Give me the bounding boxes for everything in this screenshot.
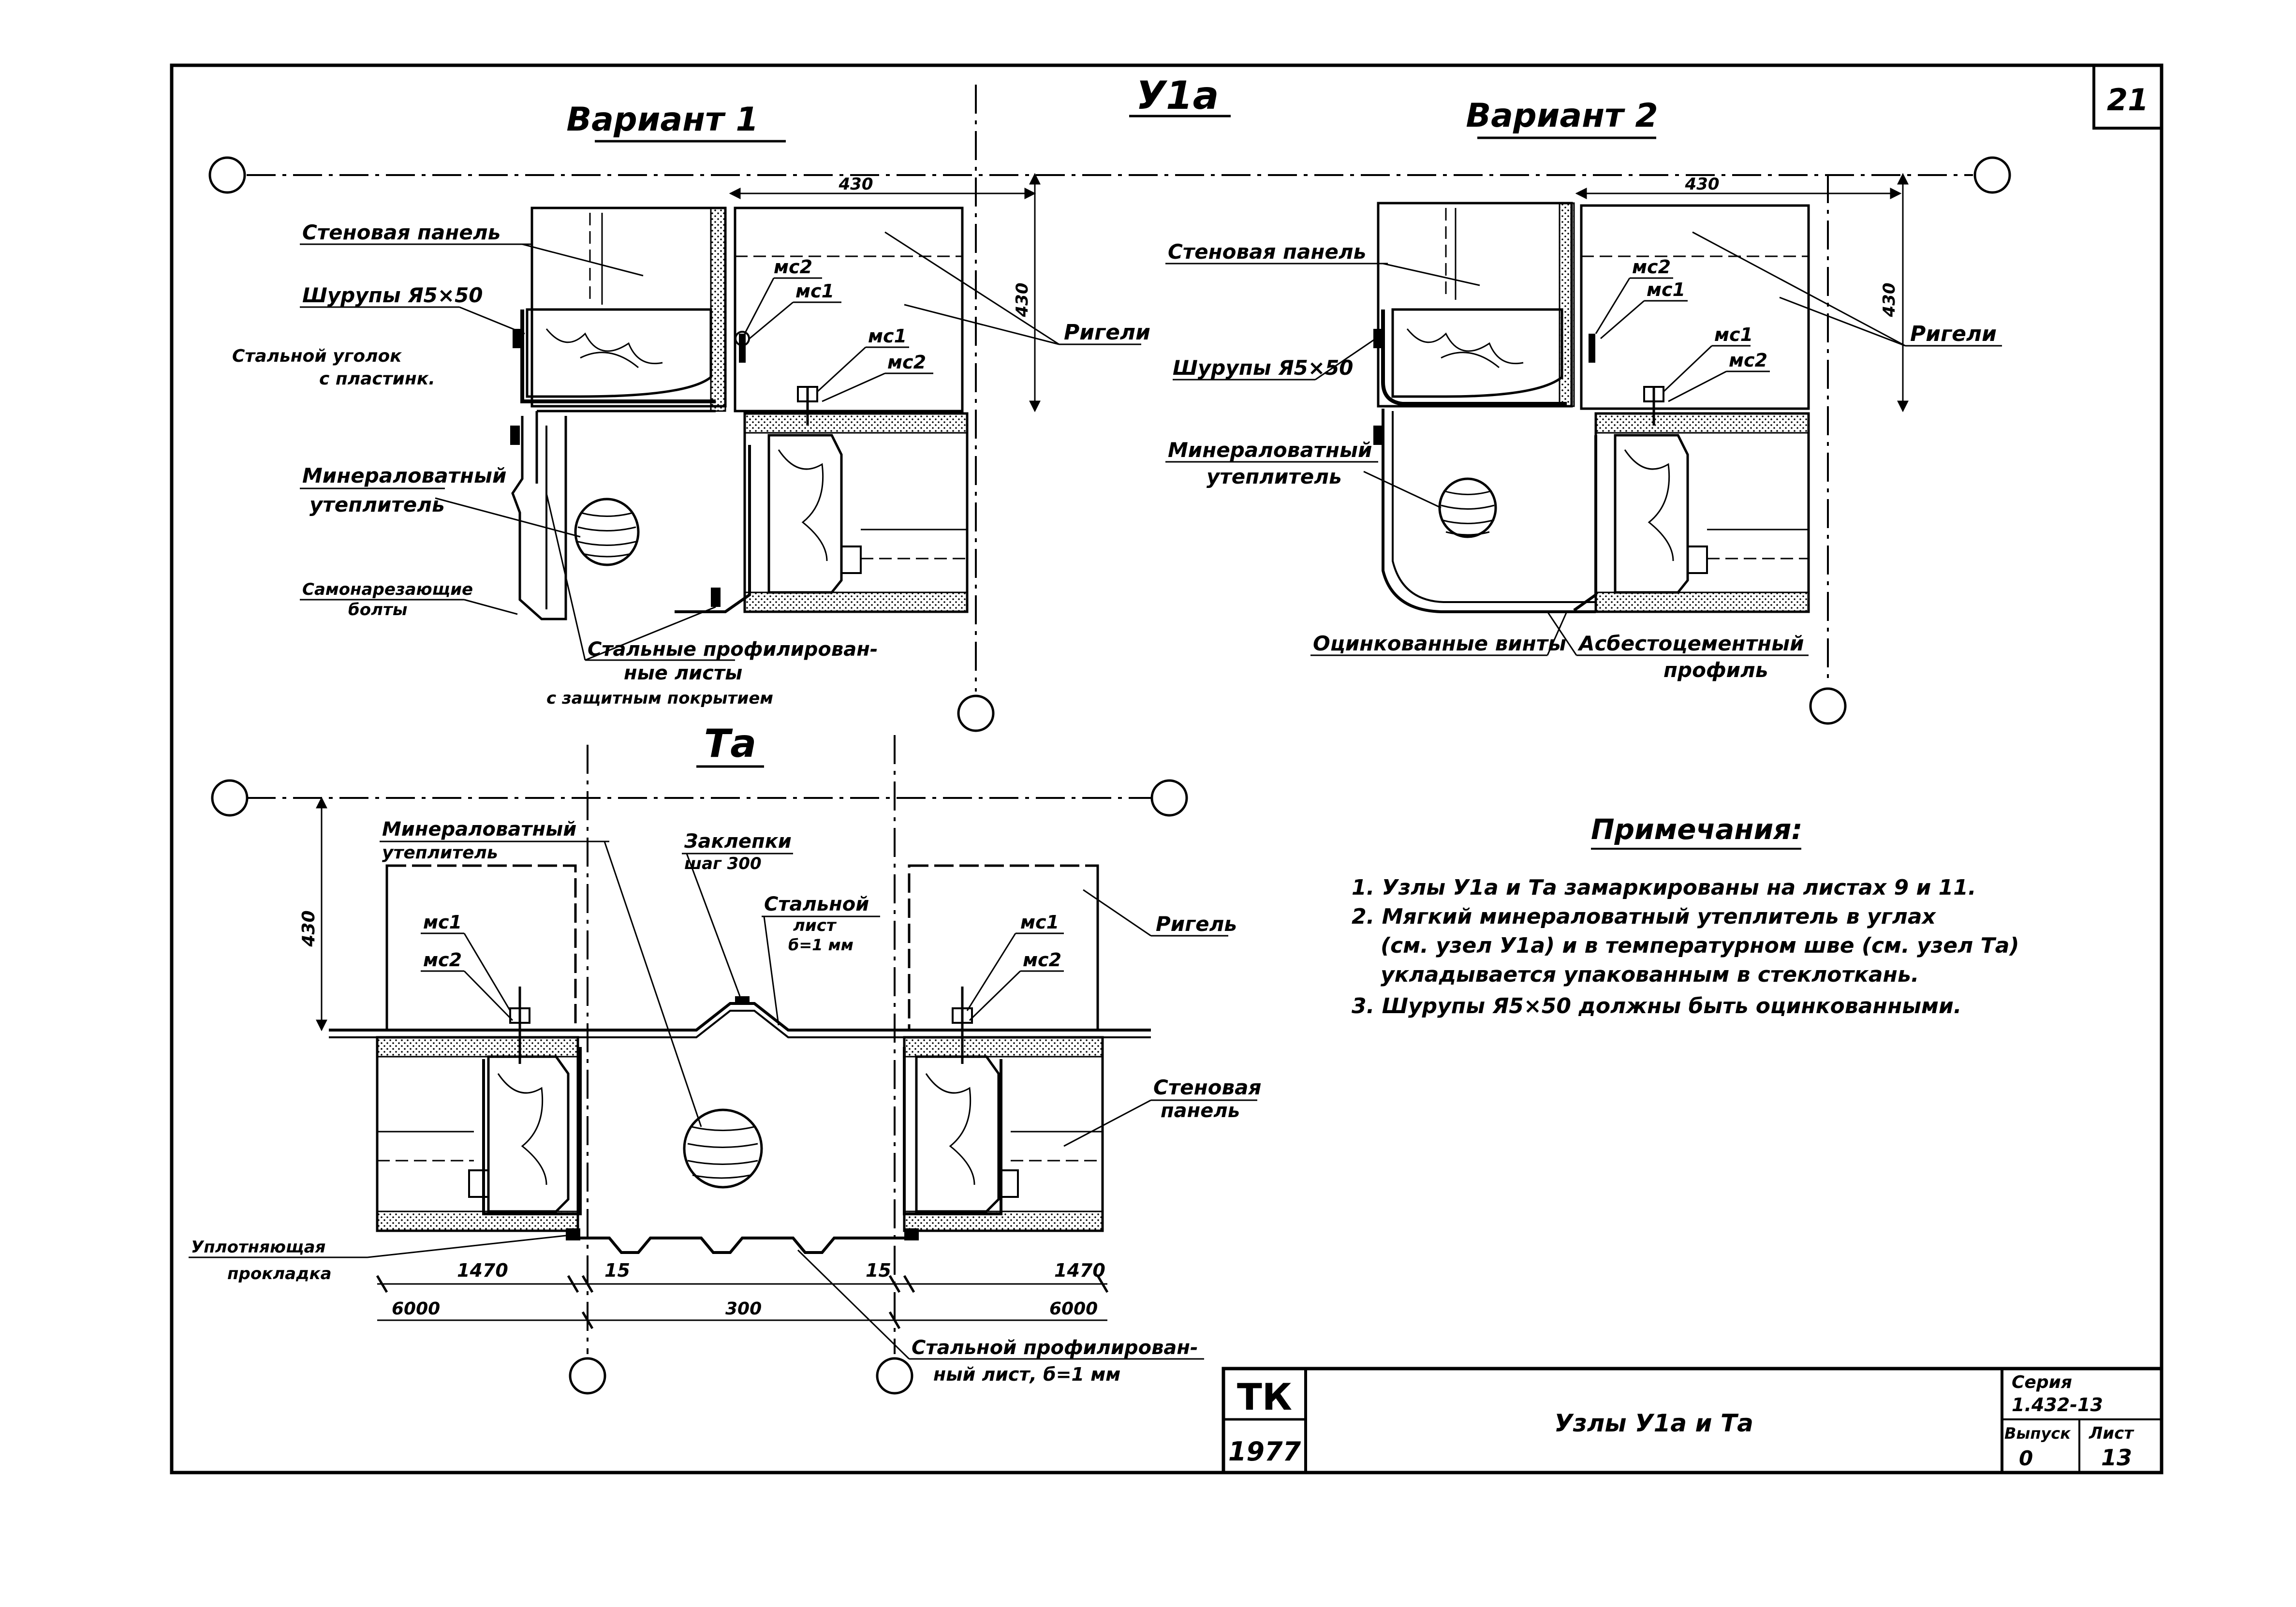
- variant1-drawing: Вариант 1 430 430: [232, 101, 1150, 708]
- v2-label-mc2-a: мс2: [1632, 256, 1671, 278]
- v1-label-insulation: Минераловатный: [302, 464, 506, 487]
- ta-label-profiled-sheet: Стальной профилирован-: [912, 1337, 1198, 1359]
- ta-label-mc1-l: мс1: [423, 912, 462, 933]
- title-block-title: Узлы У1а и Та: [1554, 1409, 1753, 1437]
- ta-label-mc1-r: мс1: [1020, 912, 1059, 933]
- v1-label-insulation-2: утеплитель: [309, 493, 445, 516]
- variant2-title: Вариант 2: [1466, 97, 1658, 135]
- variant1-dim-width: 430: [839, 175, 873, 194]
- variant2-drawing: Вариант 2 430 430: [1165, 97, 2002, 682]
- v2-label-screws: Шурупы Я5×50: [1173, 356, 1354, 380]
- ta-label-steel-sheet-2: лист: [793, 916, 837, 935]
- note-line-3: (см. узел У1а) и в температурном шве (см…: [1381, 933, 2019, 958]
- title-block-sheet: 13: [2101, 1445, 2132, 1471]
- notes: Примечания: 1. Узлы У1а и Та замаркирова…: [1352, 813, 2019, 1018]
- v1-label-profiled-sheets-2: ные листы: [624, 662, 742, 684]
- variant1-title: Вариант 1: [566, 101, 758, 139]
- ta-label-wall-panel-2: панель: [1161, 1100, 1240, 1122]
- v1-label-bolts-2: болты: [348, 600, 407, 619]
- v2-label-asbestos: Асбестоцементный: [1577, 632, 1804, 655]
- ta-dim-15-right: 15: [866, 1260, 891, 1281]
- v1-label-mc1-b: мс1: [868, 325, 907, 347]
- v2-label-mc1-b: мс1: [1714, 324, 1753, 345]
- title-block-year: 1977: [1228, 1436, 1301, 1467]
- v1-label-wall-panel: Стеновая панель: [302, 221, 500, 244]
- v1-label-girders: Ригели: [1064, 320, 1150, 345]
- v1-label-steel-angle: Стальной уголок: [232, 346, 402, 366]
- node-u1a: У1а Вариант 1 430 430: [208, 73, 2011, 732]
- variant2-dim-width: 430: [1685, 175, 1720, 194]
- title-block-sheet-label: Лист: [2089, 1424, 2134, 1443]
- axis-marker: [957, 694, 995, 732]
- title-block-series: 1.432-13: [2012, 1394, 2103, 1415]
- axis-marker: [1150, 779, 1188, 817]
- note-line-2: 2. Мягкий минераловатный утеплитель в уг…: [1352, 904, 1937, 929]
- ta-dim-6000-right: 6000: [1049, 1299, 1098, 1319]
- title-block-org: ТК: [1237, 1375, 1292, 1418]
- ta-dim-1470-left: 1470: [457, 1260, 508, 1281]
- axis-marker: [1973, 156, 2011, 194]
- v2-label-mc1-a: мс1: [1647, 279, 1685, 300]
- v1-label-profiled-sheets: Стальные профилирован-: [588, 638, 878, 661]
- notes-title: Примечания:: [1591, 813, 1803, 846]
- v1-label-profiled-sheets-3: с защитным покрытием: [546, 689, 773, 708]
- sheet-number: 21: [2107, 82, 2149, 118]
- note-line-4: укладывается упакованным в стеклоткань.: [1381, 962, 1919, 987]
- axis-marker: [208, 156, 246, 194]
- ta-dim-300: 300: [725, 1299, 762, 1319]
- ta-label-mc2-r: мс2: [1023, 949, 1061, 971]
- v2-label-insulation-2: утеплитель: [1207, 465, 1342, 488]
- ta-label-profiled-sheet-2: ный лист, б=1 мм: [933, 1364, 1120, 1385]
- v1-label-bolts: Самонарезающие: [302, 580, 473, 599]
- ta-label-steel-sheet: Стальной: [764, 893, 869, 915]
- ta-label-steel-sheet-3: б=1 мм: [788, 936, 854, 954]
- ta-dim-height: 430: [299, 910, 319, 947]
- variant1-dim-height: 430: [1013, 283, 1032, 318]
- title-block: ТК 1977 Узлы У1а и Та Серия 1.432-13 Вып…: [1222, 1367, 2164, 1474]
- v2-label-mc2-b: мс2: [1729, 350, 1767, 371]
- v2-label-girders: Ригели: [1910, 322, 1997, 346]
- axis-marker: [876, 1357, 913, 1395]
- ta-dim-6000-left: 6000: [392, 1299, 440, 1319]
- ta-dim-1470-right: 1470: [1054, 1260, 1105, 1281]
- ta-dim-15-left: 15: [604, 1260, 630, 1281]
- v1-label-mc2-a: мс2: [774, 256, 812, 278]
- ta-label-mc2-l: мс2: [423, 949, 462, 971]
- v1-label-steel-angle-2: с пластинк.: [319, 369, 435, 389]
- ta-label-girder: Ригель: [1156, 912, 1237, 936]
- ta-label-rivets-2: шаг 300: [684, 854, 762, 873]
- v2-label-insulation: Минераловатный: [1168, 438, 1372, 462]
- ta-label-rivets: Заклепки: [684, 830, 792, 853]
- ta-label-wall-panel: Стеновая: [1153, 1076, 1261, 1099]
- title-block-series-label: Серия: [2012, 1372, 2072, 1392]
- sheet-number-box: 21: [2092, 64, 2163, 130]
- v1-label-mc1-a: мс1: [795, 280, 834, 302]
- v1-label-mc2-b: мс2: [887, 352, 926, 373]
- axis-marker: [211, 779, 249, 817]
- v1-label-screws: Шурупы Я5×50: [302, 283, 483, 307]
- node-u1a-title: У1а: [1136, 73, 1219, 118]
- v2-label-galv-screws: Оцинкованные винты: [1313, 632, 1566, 655]
- v2-label-wall-panel: Стеновая панель: [1168, 240, 1366, 264]
- title-block-issue: 0: [2019, 1446, 2033, 1470]
- ta-label-gasket-2: прокладка: [227, 1264, 332, 1283]
- note-line-5: 3. Шурупы Я5×50 должны быть оцинкованным…: [1352, 994, 1962, 1018]
- title-block-issue-label: Выпуск: [2004, 1424, 2071, 1443]
- v2-label-asbestos-2: профиль: [1663, 658, 1768, 682]
- axis-marker: [569, 1357, 606, 1395]
- ta-label-insulation-2: утеплитель: [382, 843, 498, 863]
- ta-label-gasket: Уплотняющая: [191, 1238, 325, 1257]
- variant2-dim-height: 430: [1880, 283, 1899, 318]
- node-ta-title: Та: [704, 721, 757, 766]
- axis-marker: [1809, 687, 1847, 725]
- ta-label-insulation: Минераловатный: [382, 818, 576, 840]
- sheet-frame: [170, 63, 2164, 1474]
- note-line-1: 1. Узлы У1а и Та замаркированы на листах…: [1352, 875, 1976, 900]
- node-ta: Та 430: [189, 721, 1261, 1395]
